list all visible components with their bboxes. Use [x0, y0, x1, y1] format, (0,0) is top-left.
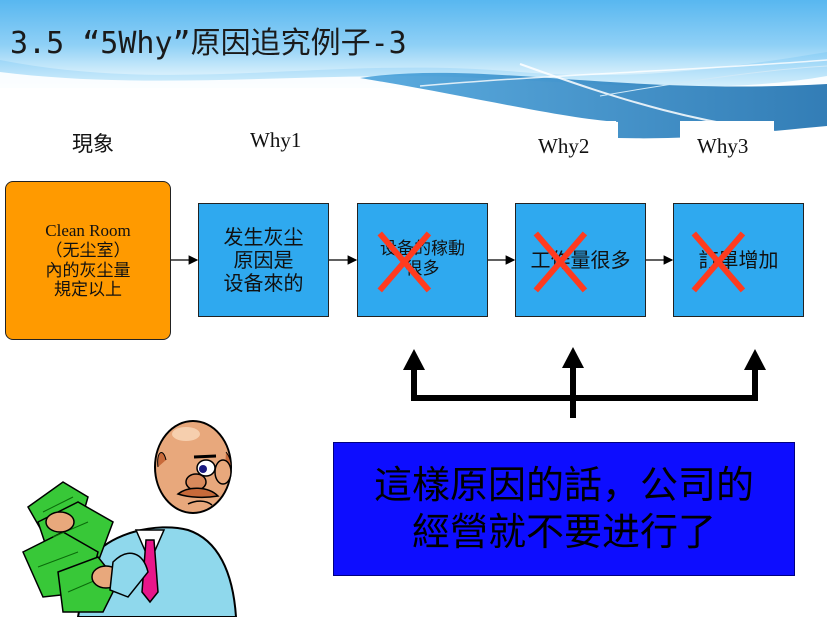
box-phenomenon-text: Clean Room （无尘室） 內的灰尘量 規定以上 — [45, 221, 131, 300]
header-phenomenon: 現象 — [72, 132, 114, 156]
box-why2a: 设备的稼動 很多 — [357, 203, 488, 317]
wave-graphic — [0, 0, 827, 145]
box-phenomenon: Clean Room （无尘室） 內的灰尘量 規定以上 — [5, 181, 171, 340]
box-why2b-text: 工作量很多 — [530, 247, 631, 272]
header-wave-banner — [0, 0, 827, 145]
header-why2: Why2 — [538, 134, 590, 158]
box-why3-text: 訂單增加 — [698, 247, 779, 272]
conclusion-banner: 這樣原因的話，公司的 經營就不要进行了 — [333, 442, 795, 576]
businessman-holding-money-icon — [22, 420, 238, 617]
box-why2a-text: 设备的稼動 很多 — [380, 239, 465, 279]
slide-title: 3.5 “5Why”原因追究例子-3 — [10, 26, 407, 61]
box-why3: 訂單增加 — [673, 203, 804, 317]
box-why1: 发生灰尘 原因是 设备來的 — [198, 203, 329, 317]
bracket-arrowheads — [403, 347, 766, 370]
box-why1-text: 发生灰尘 原因是 设备來的 — [223, 224, 304, 295]
header-why3: Why3 — [697, 134, 749, 158]
bracket-arrows — [411, 364, 758, 418]
header-why1: Why1 — [250, 128, 302, 152]
box-why2b: 工作量很多 — [515, 203, 646, 317]
